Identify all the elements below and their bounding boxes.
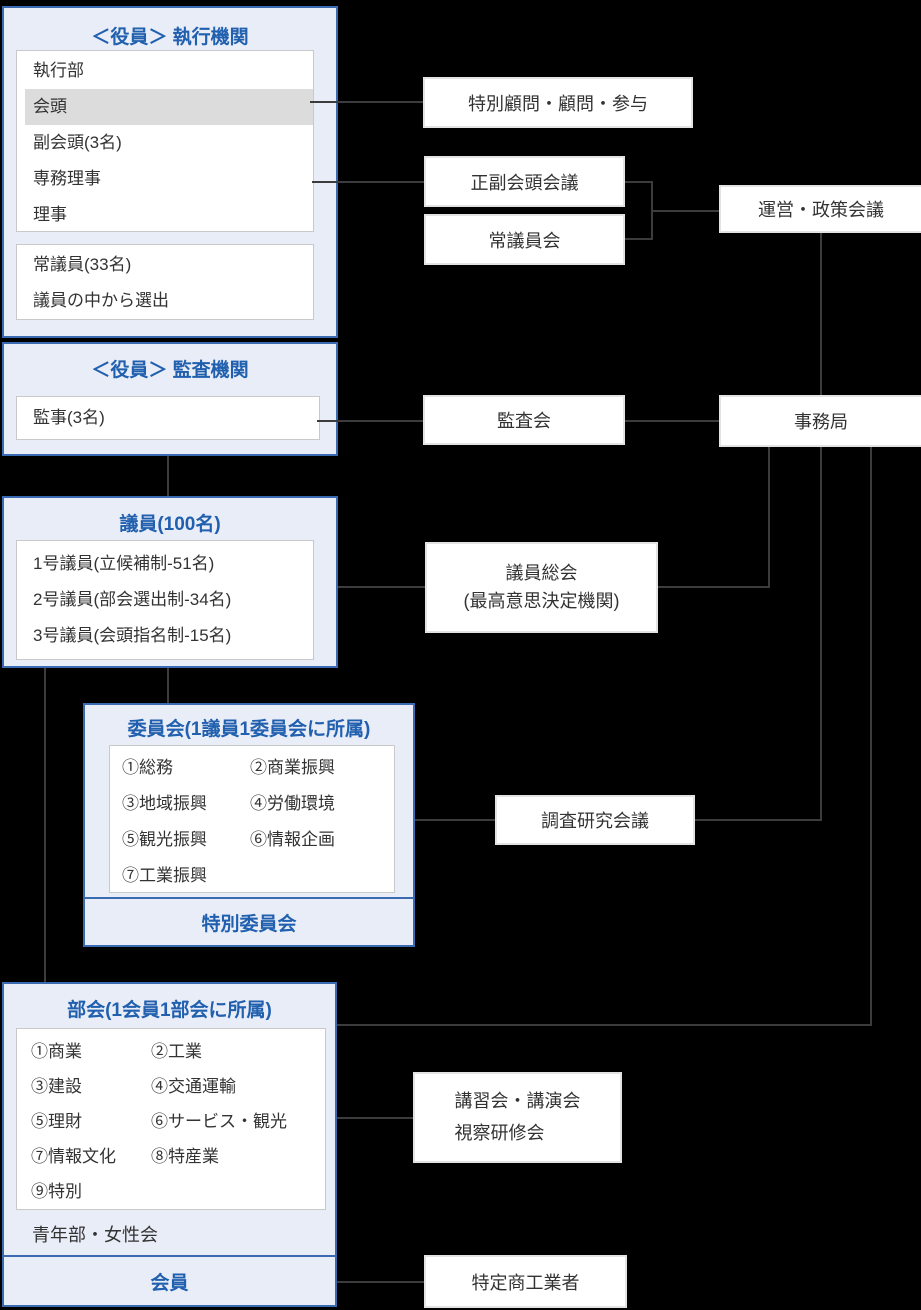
connector-secretariat-assembly-v bbox=[768, 447, 770, 588]
special-committee-section: 特別委員会 bbox=[85, 897, 413, 945]
connector-research-right bbox=[695, 819, 822, 821]
list-item: 副会頭(3名) bbox=[33, 133, 122, 152]
list-item: ①総務 bbox=[122, 758, 173, 777]
list-item: 監事(3名) bbox=[33, 408, 105, 427]
panel-committees-title: 委員会(1議員1委員会に所属) bbox=[127, 719, 371, 740]
panel-audit-organ: ＜役員＞ 監査機関 監事(3名) bbox=[2, 342, 338, 456]
connector-president-advisors bbox=[310, 101, 423, 103]
auditor-box: 監事(3名) bbox=[16, 396, 320, 440]
seminars-line2: 視察研修会 bbox=[454, 1122, 545, 1143]
connector-auditor-auditmeeting bbox=[317, 420, 423, 422]
list-item: ⑧特産業 bbox=[151, 1147, 219, 1166]
connector-secretariat-research-v bbox=[820, 447, 822, 821]
panel-councilors-title: 議員(100名) bbox=[119, 514, 221, 535]
list-item: ①商業 bbox=[31, 1042, 82, 1061]
standing-councilors-box: 常議員(33名) 議員の中から選出 bbox=[16, 244, 314, 320]
list-item: ⑨特別 bbox=[31, 1182, 82, 1201]
connector-to-management bbox=[651, 210, 719, 212]
members-label: 会員 bbox=[150, 1272, 189, 1294]
list-item: 理事 bbox=[33, 205, 67, 224]
panel-sections: 部会(1会員1部会に所属) ①商業 ②工業 ③建設 ④交通運輸 ⑤理財 ⑥サービ… bbox=[2, 982, 337, 1257]
box-research-meeting: 調査研究会議 bbox=[495, 795, 695, 845]
box-advisors: 特別顧問・顧問・参与 bbox=[423, 77, 693, 128]
connector-assembly-right bbox=[658, 586, 770, 588]
list-item: ④交通運輸 bbox=[151, 1077, 236, 1096]
connector-members-specified bbox=[337, 1281, 424, 1283]
connector-councilors-committees bbox=[167, 668, 169, 703]
connector-research-left bbox=[415, 819, 495, 821]
committees-list: ①総務 ②商業振興 ③地域振興 ④労働環境 ⑤観光振興 ⑥情報企画 ⑦工業振興 bbox=[109, 745, 395, 893]
seminars-line1: 講習会・講演会 bbox=[454, 1091, 581, 1111]
sections-list: ①商業 ②工業 ③建設 ④交通運輸 ⑤理財 ⑥サービス・観光 ⑦情報文化 ⑧特産… bbox=[16, 1028, 326, 1210]
box-presidents-meeting: 正副会頭会議 bbox=[424, 156, 625, 207]
panel-members: 会員 bbox=[2, 1255, 337, 1307]
general-assembly-line1: 議員総会 bbox=[505, 562, 578, 583]
connector-sections-long bbox=[337, 1024, 872, 1026]
list-item: ⑦情報文化 bbox=[31, 1147, 116, 1166]
panel-sections-title: 部会(1会員1部会に所属) bbox=[67, 1000, 272, 1021]
list-item: ③建設 bbox=[31, 1077, 82, 1096]
list-item: ⑤観光振興 bbox=[122, 830, 207, 849]
list-item: ⑤理財 bbox=[31, 1112, 82, 1131]
connector-secretariat-sections-v bbox=[870, 447, 872, 1026]
connector-assembly-left bbox=[338, 586, 425, 588]
connector-sections-seminar bbox=[337, 1117, 413, 1119]
youth-women-label: 青年部・女性会 bbox=[32, 1225, 158, 1245]
list-item: ②商業振興 bbox=[250, 758, 335, 777]
special-committee-label: 特別委員会 bbox=[201, 913, 297, 935]
list-item-highlighted: 会頭 bbox=[25, 89, 313, 125]
box-audit-meeting: 監査会 bbox=[423, 395, 625, 445]
box-seminars: 講習会・講演会 視察研修会 bbox=[413, 1072, 622, 1163]
connector-audit-councilors bbox=[167, 456, 169, 496]
list-item: ②工業 bbox=[151, 1042, 202, 1061]
list-item: 2号議員(部会選出制-34名) bbox=[33, 590, 232, 609]
connector-auditmeeting-secretariat bbox=[625, 420, 719, 422]
panel-audit-title: ＜役員＞ 監査機関 bbox=[91, 360, 249, 381]
connector-stub-standing bbox=[625, 238, 653, 240]
list-item: ⑥情報企画 bbox=[250, 830, 335, 849]
box-specified-businesses: 特定商工業者 bbox=[424, 1255, 627, 1308]
councilors-list: 1号議員(立候補制-51名) 2号議員(部会選出制-34名) 3号議員(会頭指名… bbox=[16, 540, 314, 660]
list-item: ③地域振興 bbox=[122, 794, 207, 813]
list-item: ⑦工業振興 bbox=[122, 866, 207, 885]
list-item: 3号議員(会頭指名制-15名) bbox=[33, 626, 232, 645]
panel-executive-title: ＜役員＞ 執行機関 bbox=[91, 27, 249, 48]
list-item: ④労働環境 bbox=[250, 794, 335, 813]
connector-exec-meetings bbox=[312, 181, 424, 183]
connector-councilors-sections bbox=[44, 668, 46, 982]
panel-executive-organ: ＜役員＞ 執行機関 執行部 会頭 副会頭(3名) 専務理事 理事 常議員(33名… bbox=[2, 6, 338, 338]
executive-officers-list: 執行部 会頭 副会頭(3名) 専務理事 理事 bbox=[16, 50, 314, 232]
connector-stub-presidents bbox=[625, 181, 653, 183]
list-item: 1号議員(立候補制-51名) bbox=[33, 554, 215, 573]
list-item: 議員の中から選出 bbox=[33, 291, 169, 310]
list-item: ⑥サービス・観光 bbox=[151, 1112, 287, 1131]
box-standing-council-meeting: 常議員会 bbox=[424, 214, 625, 265]
box-general-assembly: 議員総会 (最高意思決定機関) bbox=[425, 542, 658, 633]
panel-committees: 委員会(1議員1委員会に所属) ①総務 ②商業振興 ③地域振興 ④労働環境 ⑤観… bbox=[83, 703, 415, 947]
list-item: 専務理事 bbox=[33, 169, 101, 188]
connector-management-secretariat bbox=[820, 233, 822, 395]
list-item: 常議員(33名) bbox=[33, 255, 132, 274]
list-item: 執行部 bbox=[33, 61, 84, 80]
general-assembly-line2: (最高意思決定機関) bbox=[463, 590, 620, 611]
panel-councilors: 議員(100名) 1号議員(立候補制-51名) 2号議員(部会選出制-34名) … bbox=[2, 496, 338, 668]
box-management-policy-meeting: 運営・政策会議 bbox=[719, 185, 921, 233]
box-secretariat: 事務局 bbox=[719, 395, 921, 447]
